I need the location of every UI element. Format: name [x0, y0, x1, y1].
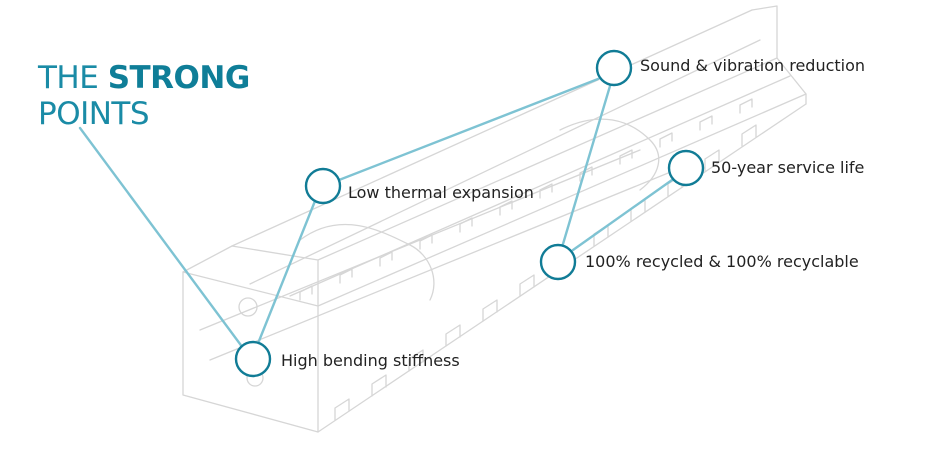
leader-bending-to-thermal [257, 199, 317, 343]
title-second-line: POINTS [38, 96, 150, 132]
marker-sound [595, 49, 633, 87]
leader-recycled-to-service [571, 178, 674, 252]
title-prefix: THE [38, 60, 99, 96]
marker-thermal [304, 167, 342, 205]
leader-lines [78, 77, 674, 350]
diagram-title: THE STRONG POINTS [38, 60, 250, 132]
callout-label-sound: Sound & vibration reduction [640, 56, 866, 75]
marker-service [667, 149, 705, 187]
markers [234, 49, 705, 378]
callout-label-recycled: 100% recycled & 100% recyclable [585, 252, 859, 271]
leader-thermal-to-sound [337, 77, 600, 182]
leader-sound-to-recycled [561, 84, 612, 246]
marker-bending [234, 340, 272, 378]
callout-label-bending: High bending stiffness [281, 351, 460, 370]
title-strong: STRONG [107, 60, 251, 96]
callout-label-service: 50-year service life [711, 158, 865, 177]
marker-recycled [539, 243, 577, 281]
callout-label-thermal: Low thermal expansion [348, 183, 534, 202]
leader-title-to-bending [78, 126, 245, 350]
